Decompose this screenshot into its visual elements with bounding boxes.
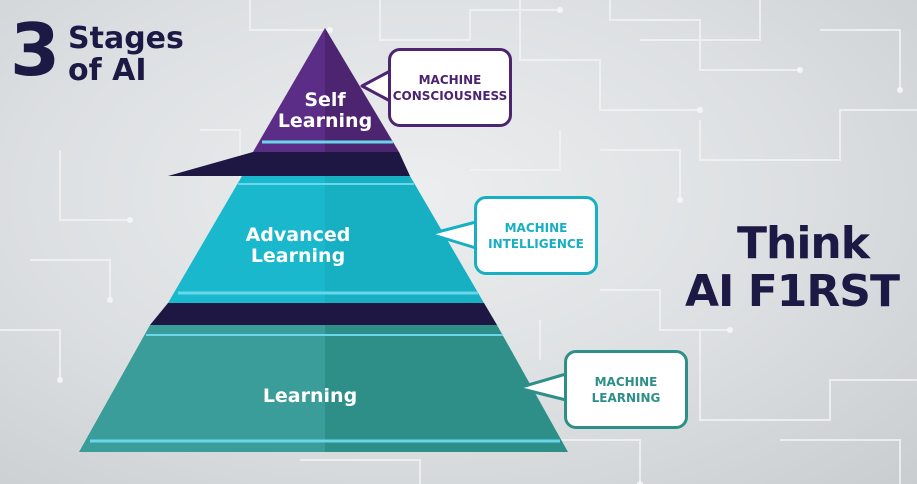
callout-machine-intelligence: MACHINE INTELLIGENCE <box>474 196 598 275</box>
tier-bottom-left <box>79 325 325 452</box>
stage-label-self-learning: Self Learning <box>277 89 373 132</box>
tagline-line-1: Think <box>736 218 870 269</box>
tier-top-left <box>253 28 325 152</box>
callout-machine-learning: MACHINE LEARNING <box>564 350 688 429</box>
tier-middle-side <box>150 303 497 325</box>
tier-top-side <box>168 152 410 176</box>
tier-middle-left <box>168 176 325 303</box>
title-number: 3 <box>10 8 60 92</box>
tagline-line-2: AI F1RST <box>685 266 900 317</box>
tier-bottom-right <box>325 325 568 452</box>
tier-advanced-learning <box>150 176 497 325</box>
tier-self-learning <box>168 28 410 176</box>
title-line-1: Stages <box>68 21 184 56</box>
callout-machine-consciousness: MACHINE CONSCIOUSNESS <box>388 48 512 127</box>
stage-label-advanced-learning: Advanced Learning <box>245 224 351 267</box>
title-line-2: of AI <box>68 53 147 88</box>
stage-label-learning: Learning <box>262 385 358 407</box>
tier-middle-right <box>325 176 484 303</box>
tier-top-right <box>325 28 399 152</box>
tier-learning <box>79 325 568 452</box>
